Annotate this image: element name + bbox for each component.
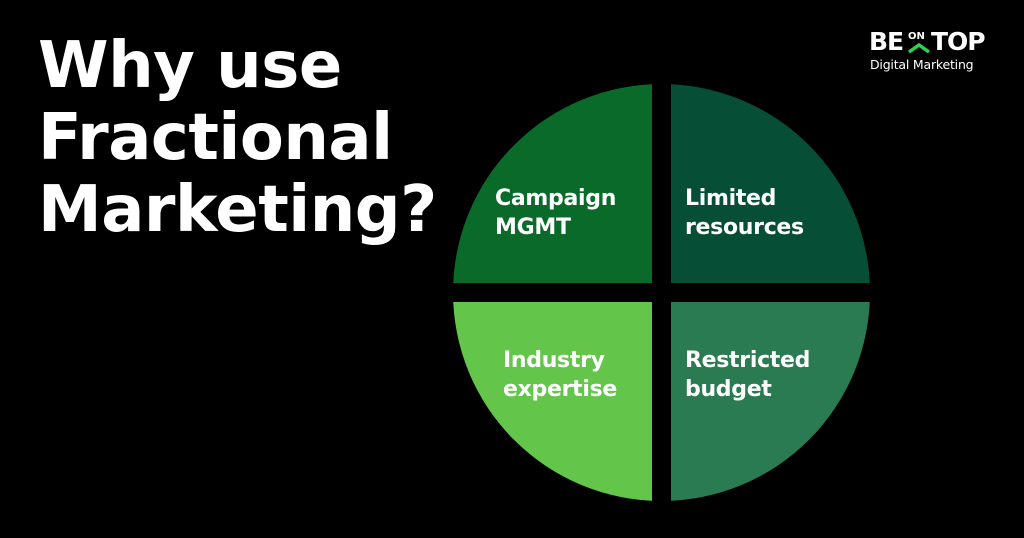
quadrant-restricted-budget: Restricted budget	[671, 302, 870, 501]
brand-logo: BE ON TOP Digital Marketing	[869, 28, 993, 76]
headline-line-1: Why use	[38, 29, 342, 103]
logo-text-top: TOP	[931, 27, 986, 56]
quadrant-label: Limited resources	[685, 186, 804, 240]
logo-text-be: BE	[869, 27, 904, 56]
quadrant-label: Campaign MGMT	[495, 186, 617, 240]
headline: Why use Fractional Marketing?	[38, 30, 437, 246]
logo-text-on: ON	[908, 31, 925, 42]
quadrant-limited-resources: Limited resources	[671, 84, 870, 283]
quadrant-circle: Campaign MGMT Limited resources Industry…	[453, 84, 870, 501]
chevron-up-icon	[907, 43, 931, 53]
quadrant-campaign-mgmt: Campaign MGMT	[453, 84, 652, 283]
headline-line-2: Fractional	[38, 101, 393, 175]
logo-subtitle: Digital Marketing	[870, 57, 974, 72]
quadrant-label: Restricted budget	[685, 348, 811, 402]
quadrant-label: Industry expertise	[503, 348, 618, 402]
headline-line-3: Marketing?	[38, 173, 437, 247]
quadrant-industry-expertise: Industry expertise	[453, 302, 652, 501]
